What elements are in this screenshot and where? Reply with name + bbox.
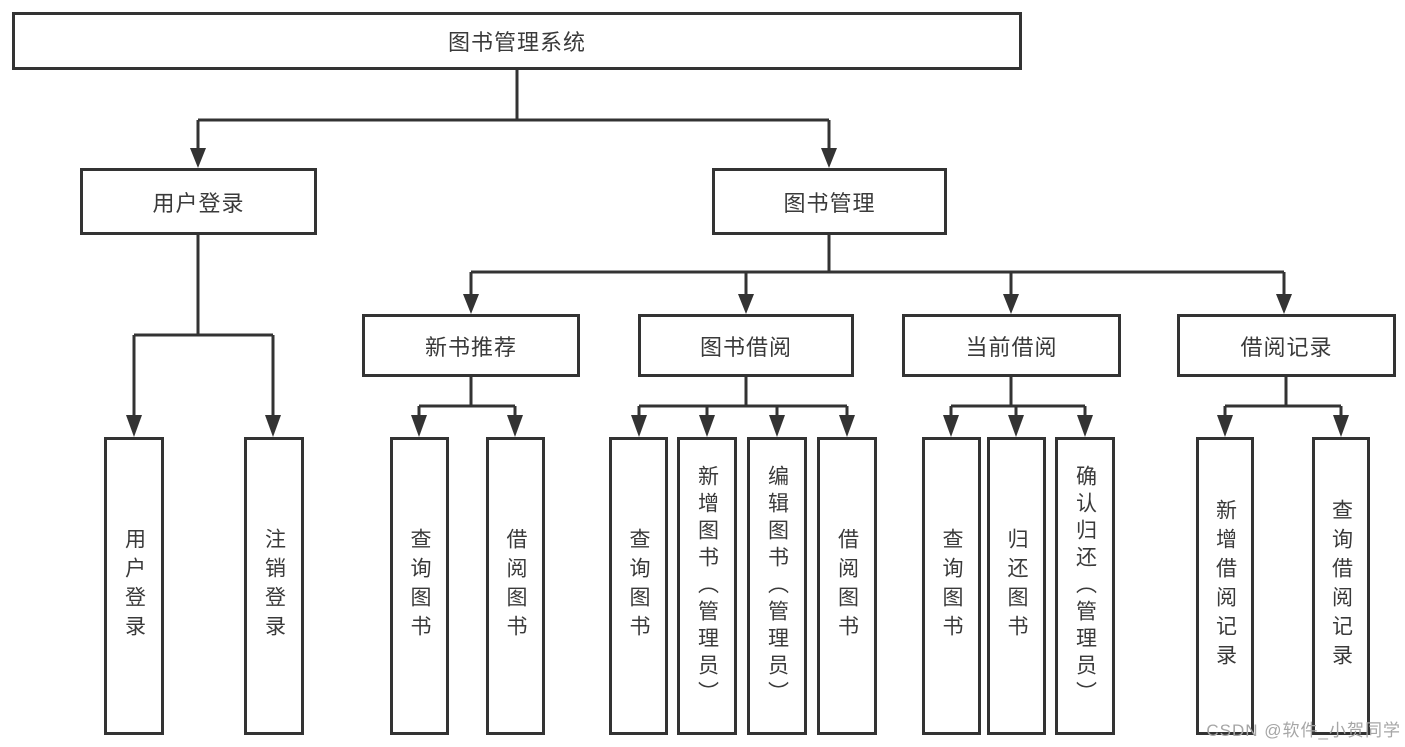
leaf-edit-books-admin: 编辑图书（管理员） — [747, 437, 807, 735]
node-book-management: 图书管理 — [712, 168, 947, 235]
node-borrowing-records: 借阅记录 — [1177, 314, 1396, 377]
csdn-watermark: CSDN @软件_小贺同学 — [1206, 721, 1401, 740]
leaf-logout: 注销登录 — [244, 437, 304, 735]
node-label: 新书推荐 — [424, 334, 517, 360]
node-library-management-system: 图书管理系统 — [12, 12, 1022, 70]
node-new-book-recommendation: 新书推荐 — [362, 314, 580, 377]
leaf-add-books-admin: 新增图书（管理员） — [677, 437, 737, 735]
leaf-return-books: 归还图书 — [987, 437, 1046, 735]
leaf-user-login: 用户登录 — [104, 437, 164, 735]
leaf-confirm-return-admin: 确认归还（管理员） — [1055, 437, 1115, 735]
node-label: 图书管理 — [783, 190, 876, 216]
node-book-borrowing: 图书借阅 — [638, 314, 854, 377]
leaf-borrow-books-newbook: 借阅图书 — [486, 437, 545, 735]
node-label: 借阅记录 — [1240, 334, 1333, 360]
node-user-login: 用户登录 — [80, 168, 317, 235]
leaf-query-books-borrowing: 查询图书 — [609, 437, 668, 735]
node-label: 用户登录 — [152, 190, 245, 216]
arrowheads — [126, 148, 1349, 437]
leaf-query-books-newbook: 查询图书 — [390, 437, 449, 735]
node-label: 图书管理系统 — [447, 30, 586, 55]
node-label: 图书借阅 — [699, 334, 792, 360]
node-current-borrowing: 当前借阅 — [902, 314, 1121, 377]
node-label: 当前借阅 — [965, 334, 1058, 360]
leaf-add-borrow-record: 新增借阅记录 — [1196, 437, 1254, 735]
leaf-query-borrow-record: 查询借阅记录 — [1312, 437, 1370, 735]
leaf-query-books-current: 查询图书 — [922, 437, 981, 735]
leaf-borrow-books-borrowing: 借阅图书 — [817, 437, 877, 735]
